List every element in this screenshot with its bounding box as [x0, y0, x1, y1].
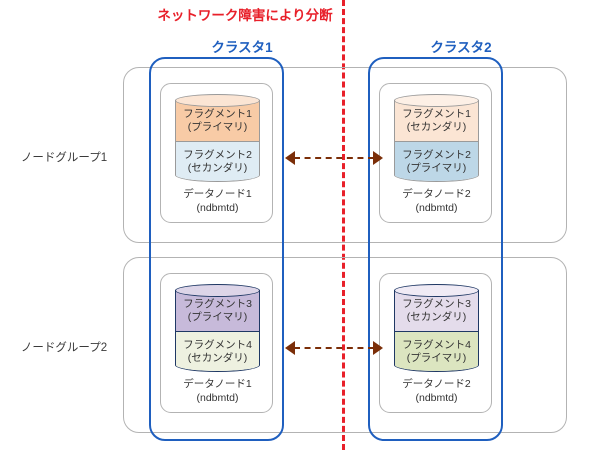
data-node-process: (ndbmtd) — [196, 392, 239, 404]
cylinder-top-cap — [175, 94, 260, 107]
arrow-head-right-icon — [373, 341, 383, 355]
data-node-4: フラグメント3 (セカンダリ) フラグメント4 (プライマリ) データノード2 … — [379, 273, 492, 413]
fragment-name: フラグメント1 — [183, 107, 252, 120]
fragment-name: フラグメント4 — [402, 339, 471, 351]
network-partition-line — [342, 0, 345, 450]
node-group-box-2 — [123, 257, 567, 433]
cylinder-top-cap — [175, 284, 260, 297]
data-node-2: フラグメント1 (セカンダリ) フラグメント2 (プライマリ) データノード2 … — [379, 83, 492, 223]
arrow-line — [294, 157, 374, 159]
fragment-cylinder-4: フラグメント3 (セカンダリ) フラグメント4 (プライマリ) — [394, 284, 479, 372]
data-node-name: データノード2 — [402, 378, 471, 390]
fragment-segment: フラグメント4 (セカンダリ) — [176, 331, 259, 371]
arrow-head-left-icon — [285, 341, 295, 355]
fragment-cylinder-1: フラグメント1 (プライマリ) フラグメント2 (セカンダリ) — [175, 94, 260, 182]
fragment-role: (セカンダリ) — [187, 352, 248, 364]
data-node-3: フラグメント3 (プライマリ) フラグメント4 (セカンダリ) データノード1 … — [160, 273, 273, 413]
data-node-caption: データノード2 (ndbmtd) — [380, 187, 493, 215]
fragment-role: (プライマリ) — [187, 120, 248, 133]
data-node-name: データノード2 — [402, 188, 471, 200]
cluster-box-2 — [368, 57, 503, 441]
arrow-head-left-icon — [285, 151, 295, 165]
cluster-title-1: クラスタ1 — [211, 40, 273, 55]
data-node-name: データノード1 — [183, 188, 252, 200]
data-node-name: データノード1 — [183, 378, 252, 390]
data-node-process: (ndbmtd) — [415, 202, 458, 214]
fragment-name: フラグメント3 — [402, 297, 471, 310]
data-node-1: フラグメント1 (プライマリ) フラグメント2 (セカンダリ) データノード1 … — [160, 83, 273, 223]
node-group-box-1 — [123, 67, 567, 243]
cluster-title-2: クラスタ2 — [430, 40, 492, 55]
fragment-role: (セカンダリ) — [406, 120, 467, 133]
fragment-segment: フラグメント4 (プライマリ) — [395, 331, 478, 371]
fragment-cylinder-2: フラグメント1 (セカンダリ) フラグメント2 (プライマリ) — [394, 94, 479, 182]
cylinder-top-cap — [394, 94, 479, 107]
fragment-role: (プライマリ) — [187, 310, 248, 323]
arrow-line — [294, 347, 374, 349]
fragment-cylinder-3: フラグメント3 (プライマリ) フラグメント4 (セカンダリ) — [175, 284, 260, 372]
fragment-name: フラグメント3 — [183, 297, 252, 310]
fragment-name: フラグメント2 — [402, 149, 471, 161]
fragment-segment: フラグメント3 (プライマリ) — [176, 290, 259, 331]
fragment-segment: フラグメント2 (セカンダリ) — [176, 141, 259, 181]
fragment-segment: フラグメント2 (プライマリ) — [395, 141, 478, 181]
fragment-name: フラグメント4 — [183, 339, 252, 351]
data-node-caption: データノード1 (ndbmtd) — [161, 377, 274, 405]
data-node-caption: データノード2 (ndbmtd) — [380, 377, 493, 405]
data-node-process: (ndbmtd) — [196, 202, 239, 214]
data-node-caption: データノード1 (ndbmtd) — [161, 187, 274, 215]
cluster-box-1 — [149, 57, 284, 441]
fragment-role: (セカンダリ) — [187, 162, 248, 174]
arrow-head-right-icon — [373, 151, 383, 165]
fragment-role: (プライマリ) — [406, 352, 467, 364]
replication-arrow-group-1 — [285, 151, 383, 165]
node-group-label-2: ノードグループ2 — [20, 342, 108, 354]
partition-caption: ネットワーク障害により分断 — [157, 8, 333, 23]
node-group-label-1: ノードグループ1 — [20, 152, 108, 164]
cylinder-top-cap — [394, 284, 479, 297]
fragment-segment: フラグメント3 (セカンダリ) — [395, 290, 478, 331]
fragment-name: フラグメント2 — [183, 149, 252, 161]
replication-arrow-group-2 — [285, 341, 383, 355]
fragment-name: フラグメント1 — [402, 107, 471, 120]
fragment-role: (プライマリ) — [406, 162, 467, 174]
fragment-role: (セカンダリ) — [406, 310, 467, 323]
fragment-segment: フラグメント1 (プライマリ) — [176, 100, 259, 141]
data-node-process: (ndbmtd) — [415, 392, 458, 404]
